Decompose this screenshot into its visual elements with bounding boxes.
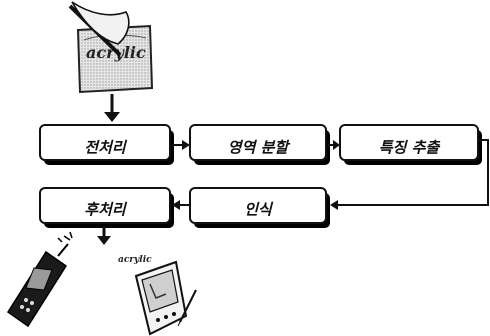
segmentation-box: 영역 분할	[190, 125, 330, 165]
preprocessing-box: 전처리	[40, 125, 174, 165]
mobile-phone-icon	[8, 232, 72, 326]
arrow-preprocessing-to-segmentation	[172, 140, 190, 150]
segmentation-label: 영역 분할	[228, 139, 291, 157]
output-word: acrylic	[118, 255, 152, 265]
arrow-input-to-preprocessing	[104, 94, 120, 122]
preprocessing-label: 전처리	[84, 139, 128, 157]
recognition-label: 인식	[244, 201, 274, 219]
pda-icon	[136, 262, 196, 334]
feature-extraction-label: 특징 추출	[379, 139, 441, 157]
arrow-postprocessing-to-output	[97, 226, 111, 245]
handwriting-tablet-icon: acrylic	[70, 2, 152, 92]
postprocessing-box: 후처리	[40, 188, 174, 228]
recognition-box: 인식	[190, 188, 330, 228]
postprocessing-label: 후처리	[84, 201, 128, 219]
feature-extraction-box: 특징 추출	[340, 125, 482, 165]
arrow-recognition-to-postprocessing	[172, 200, 190, 210]
